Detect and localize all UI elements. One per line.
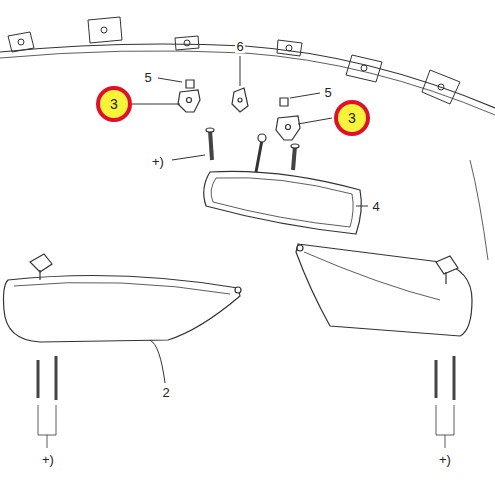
fastener-note: +) (438, 453, 452, 466)
callout-number: 5 (323, 86, 332, 99)
callout-number: 6 (235, 40, 244, 53)
fastener-note: +) (41, 453, 55, 466)
callout-number: 3 (110, 97, 118, 111)
fastener-note: +) (151, 155, 165, 168)
callout-circle: 3 (96, 86, 132, 122)
callout-number: 2 (161, 386, 170, 399)
callout-circle: 3 (334, 100, 370, 136)
callout-number: 3 (348, 111, 356, 125)
callout-number: 4 (371, 200, 380, 213)
callout-number: 5 (143, 71, 152, 84)
